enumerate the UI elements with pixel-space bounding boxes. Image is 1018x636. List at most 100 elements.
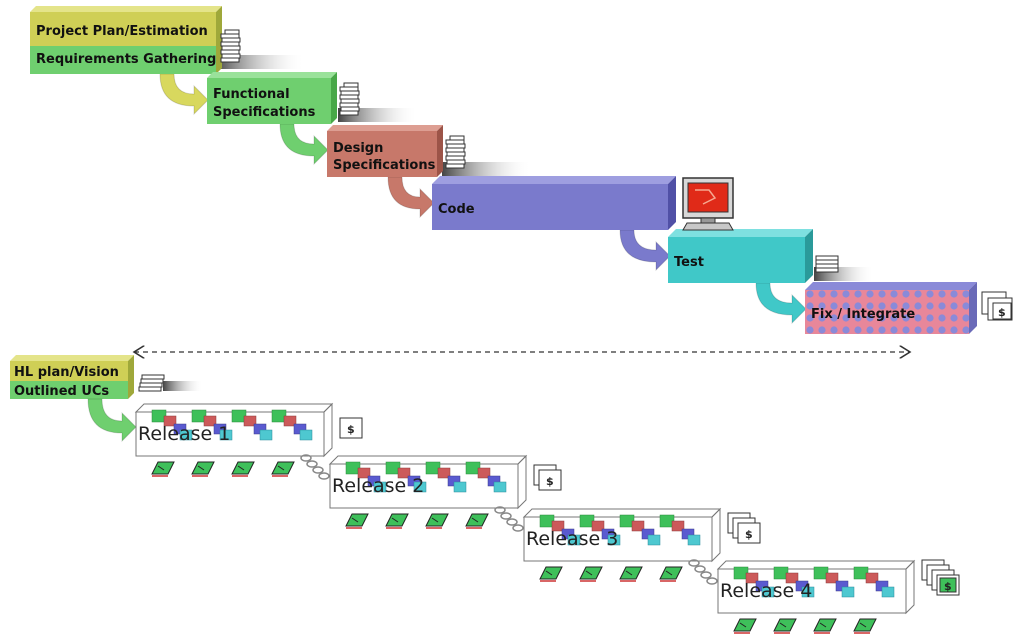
- release-note-mark: [545, 570, 553, 576]
- block-red: [163, 415, 177, 427]
- chain-link-icon: [494, 506, 506, 514]
- chain-link-icon: [706, 577, 718, 585]
- stage-shadow: [163, 381, 203, 391]
- release-cycles: Release 1$Release 2$Release 3$Release 4$: [134, 402, 960, 634]
- flow-arrow-3: [387, 176, 435, 219]
- release-note-mark: [391, 517, 399, 523]
- release-label: Release 2: [332, 475, 424, 497]
- stage-design-label-2: Specifications: [333, 158, 436, 173]
- block-red: [785, 572, 799, 584]
- release-box-front: [135, 411, 325, 457]
- money-document-icon: [737, 522, 761, 544]
- block-cyan: [841, 586, 855, 598]
- chain-link-icon: [700, 571, 712, 579]
- chain-link-icon: [312, 466, 324, 474]
- outlined-ucs-label: Outlined UCs: [14, 384, 109, 399]
- block-red: [865, 572, 879, 584]
- release-note-icon: [813, 618, 837, 632]
- release-note-icon: [619, 566, 643, 580]
- block-cyan: [647, 534, 661, 546]
- chain-link-icon: [688, 559, 700, 567]
- chain-link-icon: [318, 472, 330, 480]
- block-red: [591, 520, 605, 532]
- stage-design-label-1: Design: [333, 141, 383, 156]
- vision-label: HL plan/Vision: [14, 365, 119, 380]
- block-cyan: [219, 429, 233, 441]
- release-label: Release 3: [526, 528, 618, 550]
- release-note-mark: [859, 622, 867, 628]
- release-box-front: [717, 568, 907, 614]
- release-note-mark: [665, 570, 673, 576]
- release-note-icon: [539, 566, 563, 580]
- stage-vision-ucs: HL plan/Vision Outlined UCs: [10, 355, 134, 399]
- release-note-mark: [819, 622, 827, 628]
- chain-link-icon: [694, 565, 706, 573]
- block-cyan: [179, 429, 193, 441]
- stage-code-label: Code: [438, 202, 475, 217]
- release-note-icon: [465, 513, 489, 527]
- block-red: [283, 415, 297, 427]
- block-cyan: [567, 534, 581, 546]
- chain-link-icon: [506, 518, 518, 526]
- release-note-mark: [739, 622, 747, 628]
- release-note-mark: [197, 465, 205, 471]
- block-cyan: [881, 586, 895, 598]
- block-cyan: [801, 586, 815, 598]
- document-stack-icon: [138, 374, 165, 392]
- block-red: [631, 520, 645, 532]
- stage-fix-integrate: Fix / Integrate: [805, 282, 977, 334]
- document-stack-icon: [220, 29, 241, 63]
- stage-functional-specifications: Functional Specifications: [207, 72, 337, 124]
- block-red: [397, 467, 411, 479]
- release-note-icon: [385, 513, 409, 527]
- release-3: Release 3 $: [522, 507, 761, 585]
- money-document-icon-fill: [939, 577, 957, 593]
- release-note-icon: [345, 513, 369, 527]
- block-red: [243, 415, 257, 427]
- release-note-icon: [231, 461, 255, 475]
- chain-link-icon: [512, 524, 524, 532]
- release-note-mark: [625, 570, 633, 576]
- stage-plan-requirements: Project Plan/Estimation Requirements Gat…: [30, 6, 222, 74]
- block-cyan: [453, 481, 467, 493]
- release-2: Release 2$: [328, 454, 562, 532]
- stage-design-specifications: Design Specifications: [327, 125, 443, 177]
- money-document-icon: [538, 469, 562, 491]
- stage-functional-label-2: Specifications: [213, 105, 316, 120]
- block-red: [477, 467, 491, 479]
- release-note-icon: [733, 618, 757, 632]
- release-box-front: [329, 463, 519, 509]
- release-note-icon: [659, 566, 683, 580]
- release-box-side: [711, 507, 721, 563]
- block-cyan: [761, 586, 775, 598]
- release-note-mark: [277, 465, 285, 471]
- computer-monitor-icon: [682, 177, 734, 231]
- release-note-mark: [237, 465, 245, 471]
- dollar-icon: $: [347, 423, 355, 436]
- release-note-icon: [579, 566, 603, 580]
- block-red: [203, 415, 217, 427]
- release-4: Release 4$: [716, 559, 960, 634]
- block-red: [437, 467, 451, 479]
- dollar-icon: $: [745, 528, 753, 541]
- release-box-side: [323, 402, 333, 458]
- block-cyan: [259, 429, 273, 441]
- flow-arrow-5: [755, 282, 807, 325]
- iterative-model: HL plan/Vision Outlined UCs Release 1$Re…: [10, 355, 960, 634]
- release-note-mark: [471, 517, 479, 523]
- stage-fix-label: Fix / Integrate: [811, 307, 915, 322]
- flow-arrow-1: [159, 73, 209, 116]
- release-note-icon: [425, 513, 449, 527]
- stage-plan-label: Project Plan/Estimation: [36, 24, 208, 39]
- block-cyan: [373, 481, 387, 493]
- release-note-icon: [773, 618, 797, 632]
- release-1: Release 1$: [134, 402, 363, 480]
- waterfall-model: Project Plan/Estimation Requirements Gat…: [30, 6, 1013, 334]
- release-box-side: [517, 454, 527, 510]
- block-cyan: [413, 481, 427, 493]
- chain-link-icon: [306, 460, 318, 468]
- block-red: [825, 572, 839, 584]
- block-cyan: [299, 429, 313, 441]
- release-note-mark: [351, 517, 359, 523]
